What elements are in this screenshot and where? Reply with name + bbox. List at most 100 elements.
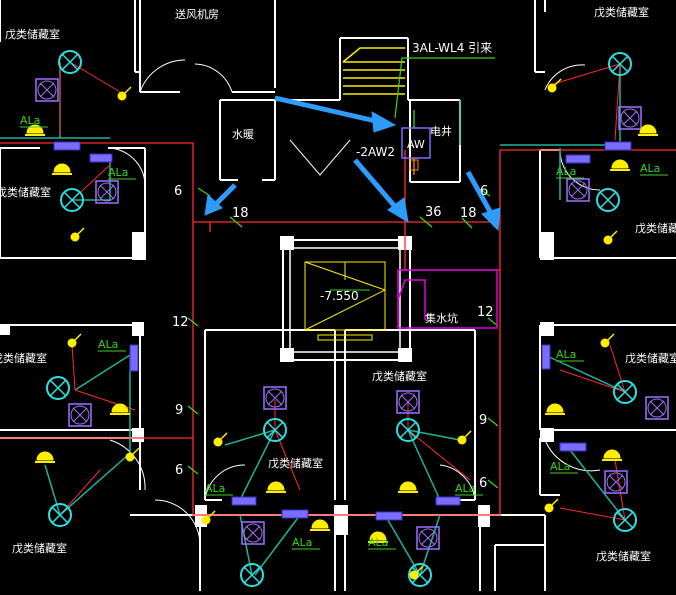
conductor-count-labels: 6 18 36 18 6 12 12 9 9 6 6: [172, 184, 494, 491]
exhaust-fans: [35, 78, 669, 550]
distribution-panel-icon: [604, 141, 632, 151]
panel-al-label: ALa: [550, 460, 570, 473]
conductor-ticks: [187, 187, 499, 489]
exhaust-fan-icon: [618, 106, 642, 130]
core-yellow-lines: [304, 261, 386, 341]
distribution-panel-icon: [231, 496, 257, 506]
ceiling-lamp-icon: [408, 563, 432, 587]
switch-icon: [409, 565, 424, 580]
exhaust-fan-icon: [68, 403, 92, 427]
exhaust-fan-icon: [263, 386, 287, 410]
sump-label: 集水坑: [425, 311, 458, 325]
ceiling-lamp-icon: [613, 380, 637, 404]
feeder-note: 3AL-WL4 引来: [412, 41, 492, 55]
exhaust-fan-icon: [604, 470, 628, 494]
ceiling-lamps: [46, 50, 637, 587]
count-label: 18: [232, 206, 249, 221]
panel-al-label: ALa: [368, 536, 388, 549]
distribution-panel-icon: [565, 154, 591, 164]
storage-room-label: 戊类储藏室: [594, 5, 649, 19]
storage-room-label: 戊类储藏室: [372, 369, 427, 383]
branch-cables: [0, 62, 626, 576]
count-label: 6: [175, 463, 183, 478]
wall-lamp-icon: [610, 159, 630, 171]
storage-room-label: 戊类储藏室: [268, 456, 323, 470]
count-label: 9: [479, 413, 487, 428]
wall-lamp-icon: [602, 449, 622, 461]
distribution-panel-icon: [435, 496, 461, 506]
distribution-panel-icon: [281, 509, 309, 519]
exhaust-fan-icon: [566, 178, 590, 202]
ceiling-lamp-icon: [608, 52, 632, 76]
wall-lamp-icon: [545, 403, 565, 415]
switch-icon: [125, 447, 140, 462]
count-label: 6: [479, 476, 487, 491]
ceiling-lamp-icon: [240, 563, 264, 587]
wall-lamp-icon: [368, 531, 388, 543]
switch-icon: [117, 86, 132, 101]
wall-lamp-icon: [266, 481, 286, 493]
exhaust-fan-icon: [95, 180, 119, 204]
storage-room-label: 戊类储藏室: [635, 221, 676, 235]
storage-room-label: 戊类储藏室: [625, 351, 676, 365]
switch-icon: [70, 227, 85, 242]
switch-icon: [603, 230, 618, 245]
switch-icon: [213, 432, 228, 447]
wall-lamp-icon: [52, 163, 72, 175]
ceiling-lamp-icon: [263, 418, 287, 442]
storage-room-label: 戊类储藏室: [596, 549, 651, 563]
ceiling-lamp-icon: [613, 508, 637, 532]
count-label: 6: [480, 184, 488, 199]
distribution-panel-icon: [559, 442, 587, 452]
count-label: 36: [425, 205, 442, 220]
distribution-panel-icon: [53, 141, 81, 151]
switch-icon: [544, 498, 559, 513]
wall-lamp-icon: [35, 451, 55, 463]
callout-arrows: [204, 95, 501, 232]
panel-2aw2-label: -2AW2: [356, 145, 395, 159]
panel-al-label: ALa: [640, 162, 660, 175]
panel-al-label: ALa: [556, 165, 576, 178]
panel-al-label: ALa: [455, 482, 475, 495]
water-pump-label: 水暖: [232, 128, 254, 141]
distribution-panel-icon: [129, 344, 139, 372]
elec-shaft-label: 电井: [430, 124, 452, 138]
switch-icon: [547, 78, 562, 93]
panel-al-label: ALa: [292, 536, 312, 549]
distribution-panel-icon: [375, 511, 403, 521]
exhaust-fan-icon: [645, 396, 669, 420]
count-label: 6: [174, 184, 182, 199]
yellow-devices: [25, 78, 658, 580]
count-label: 18: [460, 206, 477, 221]
switch-icon: [201, 510, 216, 525]
panel-al-label: ALa: [20, 114, 40, 127]
panel-al-label: ALa: [556, 348, 576, 361]
switch-icon: [600, 333, 615, 348]
exhaust-fan-icon: [35, 78, 59, 102]
storage-room-label: 戊类储藏室: [5, 27, 60, 41]
ceiling-lamp-icon: [396, 418, 420, 442]
exhaust-fan-icon: [396, 390, 420, 414]
switch-icon: [67, 333, 82, 348]
distribution-panel-icon: [89, 153, 113, 163]
ceiling-lamp-icon: [48, 503, 72, 527]
wall-lamp-icon: [638, 124, 658, 136]
ceiling-lamp-icon: [46, 376, 70, 400]
panel-al-label: ALa: [205, 482, 225, 495]
count-label: 9: [175, 403, 183, 418]
storage-room-label: 戊类储藏室: [0, 351, 47, 365]
storage-room-label: 戊类储藏室: [0, 185, 51, 199]
sump-outline: [397, 269, 498, 329]
count-label: 12: [477, 305, 494, 320]
wall-lamp-icon: [310, 519, 330, 531]
level-label: -7.550: [320, 289, 359, 303]
wall-lamp-icon: [110, 403, 130, 415]
distribution-panel-icon: [541, 344, 551, 370]
exhaust-fan-icon: [416, 526, 440, 550]
fan-room-label: 送风机房: [175, 7, 219, 21]
aw-panel: [401, 110, 431, 175]
ceiling-lamp-icon: [60, 188, 84, 212]
ceiling-lamp-icon: [596, 188, 620, 212]
